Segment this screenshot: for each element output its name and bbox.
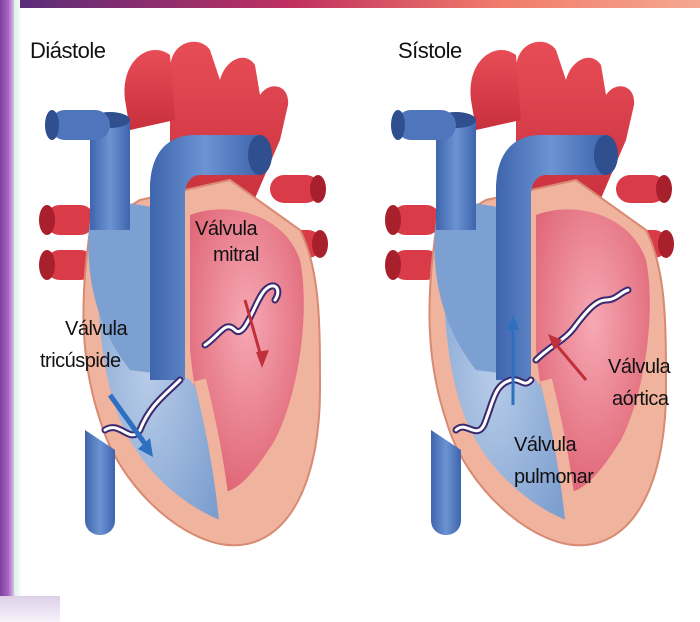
systole-title: Sístole: [398, 40, 462, 62]
mitral-valve-label-line1: Válvula: [195, 218, 257, 240]
aortic-valve-label-line1: Válvula: [608, 356, 670, 378]
tricuspid-valve-label-line2: tricúspide: [40, 350, 121, 372]
pulmonary-valve-label-line2: pulmonar: [514, 466, 593, 488]
heart-diagram-systole: [366, 0, 700, 600]
mitral-valve-label-line2: mitral: [213, 244, 259, 266]
aortic-valve-label-line2: aórtica: [612, 388, 669, 410]
diastole-title: Diástole: [30, 40, 105, 62]
pulmonary-valve-label-line1: Válvula: [514, 434, 576, 456]
heart-diagram-diastole: [20, 0, 350, 600]
tricuspid-valve-label-line1: Válvula: [65, 318, 127, 340]
frame-left-border: [0, 0, 14, 622]
